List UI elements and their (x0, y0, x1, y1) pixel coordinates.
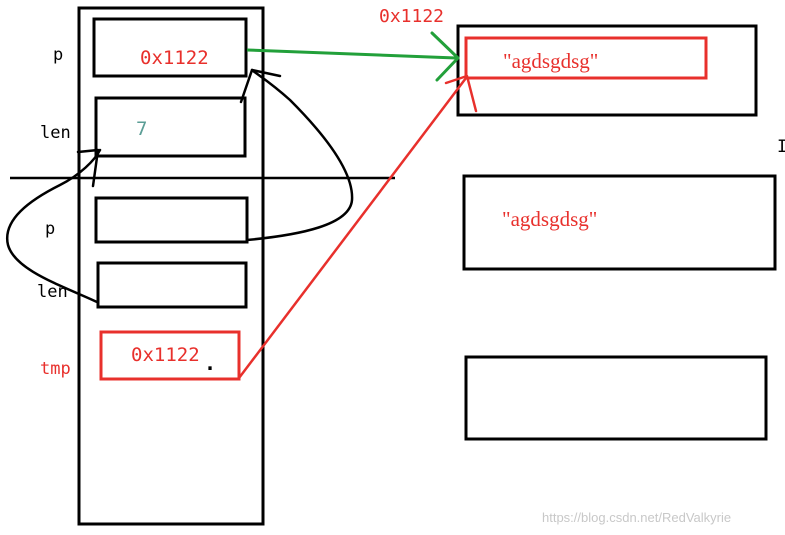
heap-string-top: "agdsgdsg" (503, 49, 598, 73)
pointer-arrowhead-red (444, 74, 478, 113)
value-tmp: 0x1122 (131, 344, 200, 366)
text-cursor-mark: . (204, 351, 216, 375)
label-len-top: len (40, 123, 71, 143)
label-tmp: tmp (40, 359, 71, 379)
swap-arrowhead-p (239, 68, 282, 104)
stack-frame (77, 6, 265, 526)
heap-address-label: 0x1122 (379, 6, 444, 27)
heap-box-top (456, 24, 758, 117)
stack-cell-p-top (92, 17, 248, 78)
stack-cell-p-bottom (94, 196, 249, 244)
stack-cell-len-bottom (96, 261, 248, 309)
heap-string-highlight (464, 36, 708, 80)
pointer-arrow-tmp-red (238, 77, 467, 379)
swap-curve-p (245, 68, 354, 242)
stack-cell-len-top (94, 96, 247, 158)
heap-box-bottom (464, 355, 768, 441)
label-p-bottom: p (45, 219, 55, 239)
swap-arrowhead-len (76, 148, 100, 188)
pointer-arrowhead-green (430, 31, 460, 82)
stack-cell-tmp (99, 330, 241, 381)
swap-curve-len (5, 148, 102, 304)
heap-box-middle (462, 174, 777, 271)
pointer-arrow-p-green (246, 48, 457, 60)
label-p-top: p (53, 45, 63, 65)
heap-string-middle: "agdsgdsg" (502, 207, 597, 231)
value-p-top: 0x1122 (140, 47, 209, 69)
value-len-top: 7 (136, 118, 147, 140)
side-marker: I (777, 137, 785, 157)
watermark: https://blog.csdn.net/RedValkyrie (542, 510, 731, 525)
label-len-bottom: len (37, 282, 68, 302)
